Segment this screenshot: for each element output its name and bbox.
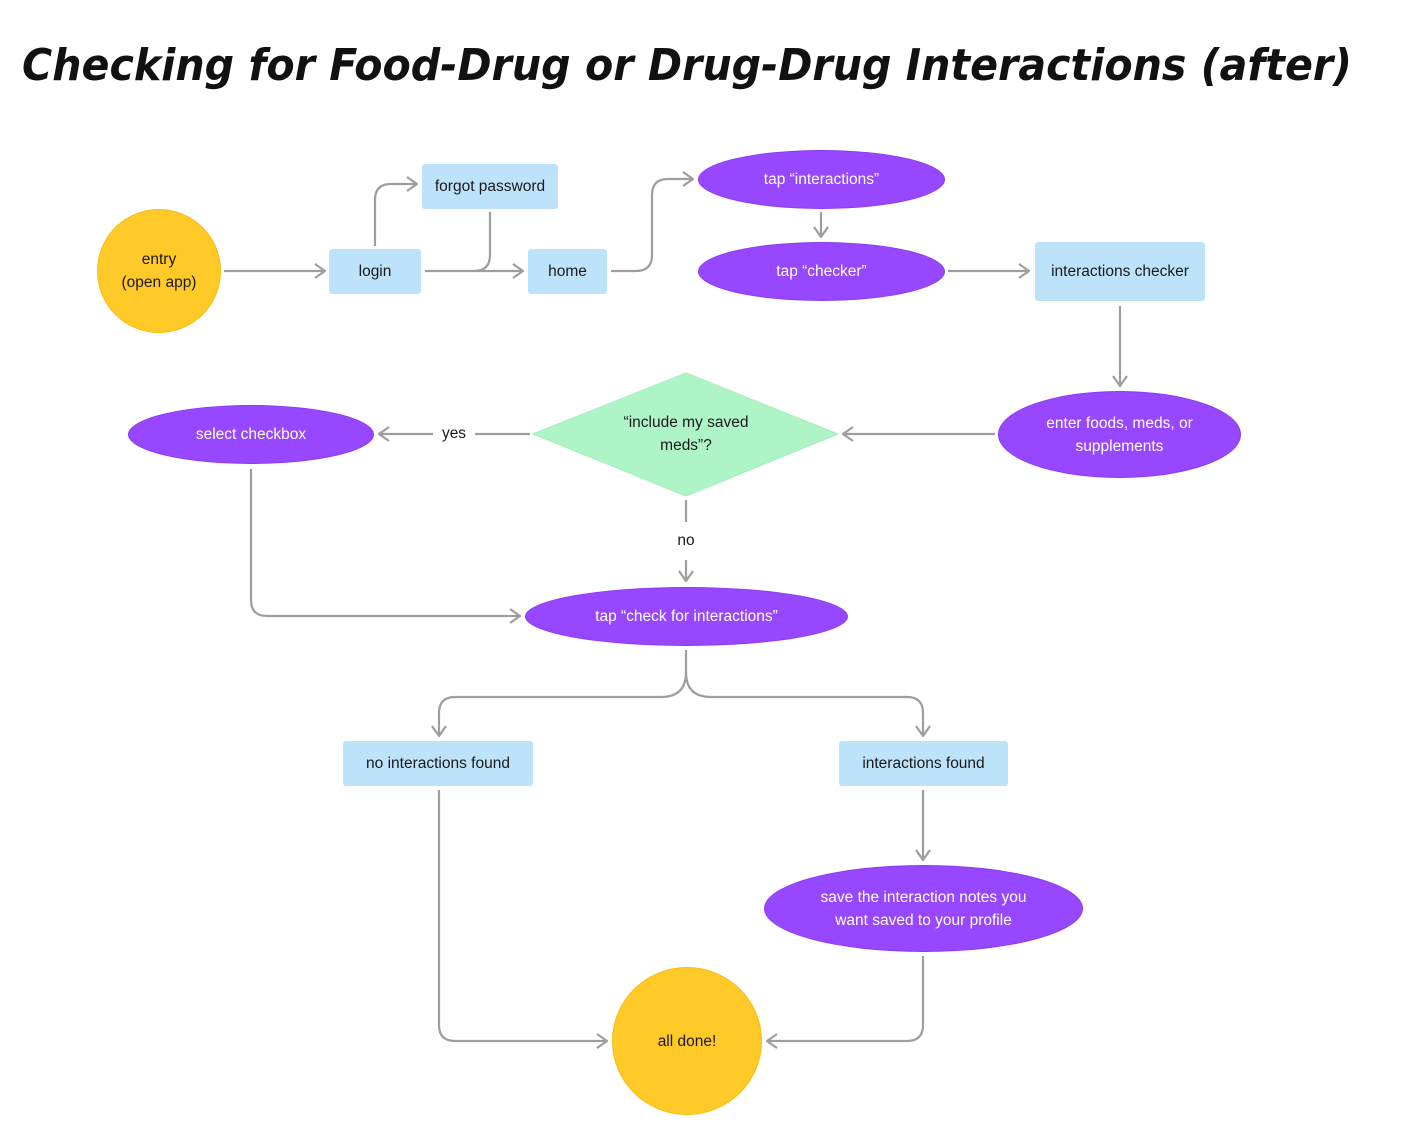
- decision-text: “include my saved meds”?: [623, 414, 749, 454]
- edge-select-tap-check: [249, 469, 520, 616]
- node-all-done: all done!: [612, 967, 762, 1115]
- edge-forgot-home: [473, 212, 492, 273]
- node-home: home: [528, 249, 607, 294]
- node-login: login: [329, 249, 421, 294]
- node-select-checkbox: select checkbox: [128, 405, 374, 464]
- edge-label-yes: yes: [438, 425, 470, 443]
- edge-login-forgot: [373, 184, 417, 246]
- node-tap-checker: tap “checker”: [698, 242, 945, 301]
- node-tap-interactions: tap “interactions”: [698, 150, 945, 209]
- node-tap-check-for-interactions: tap “check for interactions”: [525, 587, 848, 646]
- node-entry: entry (open app): [97, 209, 221, 333]
- decision-diamond: [532, 372, 839, 497]
- node-save-notes: save the interaction notes you want save…: [764, 865, 1083, 952]
- edge-label-no: no: [674, 532, 698, 550]
- edge-tap-check-interactions-found: [684, 671, 923, 736]
- edge-tap-check-no-interactions: [439, 650, 688, 736]
- diagram-title: Checking for Food-Drug or Drug-Drug Inte…: [22, 40, 1352, 91]
- node-interactions-found: interactions found: [839, 741, 1008, 786]
- title-svg: Checking for Food-Drug or Drug-Drug Inte…: [22, 40, 1352, 91]
- edge-save-done: [767, 956, 925, 1041]
- node-forgot-password: forgot password: [422, 164, 558, 209]
- edge-home-tap-interactions: [611, 179, 693, 273]
- node-enter-items: enter foods, meds, or supplements: [998, 391, 1241, 478]
- edge-no-interactions-done: [437, 790, 607, 1041]
- node-interactions-checker: interactions checker: [1035, 242, 1205, 301]
- node-no-interactions-found: no interactions found: [343, 741, 533, 786]
